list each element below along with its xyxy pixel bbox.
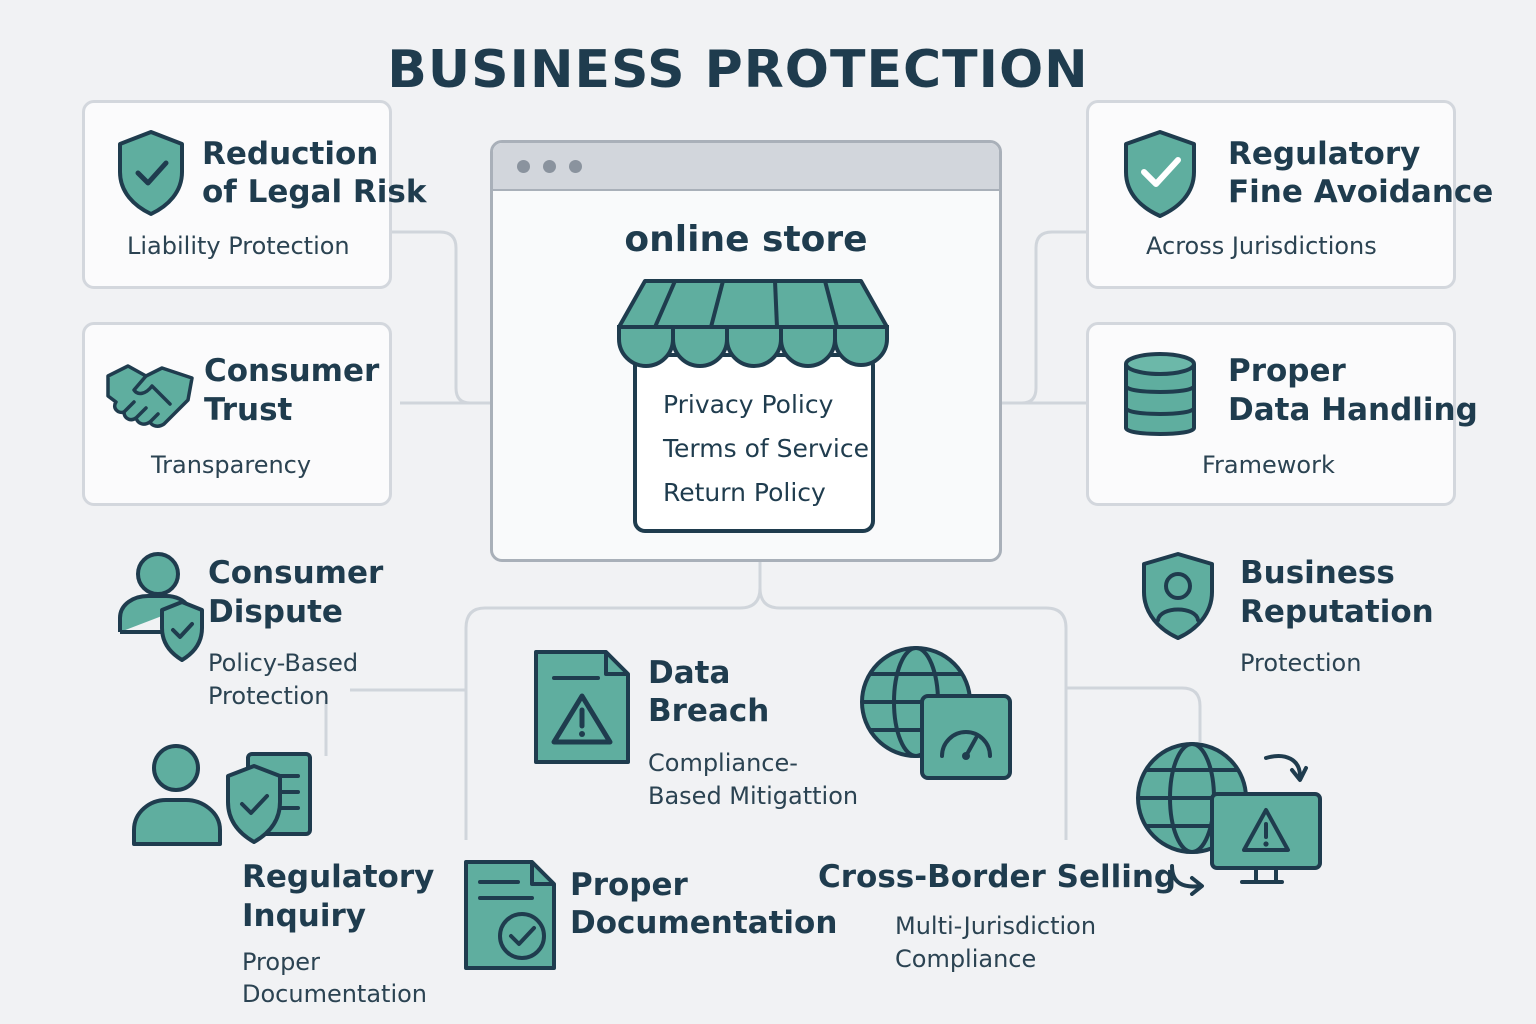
regulatory-inquiry-heading-2: Inquiry [242, 898, 366, 934]
policy-privacy: Privacy Policy [663, 390, 834, 419]
document-check-icon [464, 860, 556, 970]
database-icon [1124, 352, 1196, 436]
document-warning-icon [534, 650, 630, 764]
cross-border-heading: Cross-Border Selling [818, 859, 1177, 895]
consumer-dispute-sub-2: Protection [208, 682, 330, 710]
proper-documentation-heading-2: Documentation [570, 905, 838, 941]
business-reputation-heading-2: Reputation [1240, 594, 1434, 630]
regulatory-inquiry-heading-1: Regulatory [242, 859, 435, 895]
business-reputation-sub: Protection [1240, 649, 1362, 677]
regulatory-fine-heading-2: Fine Avoidance [1228, 174, 1494, 210]
globe-gauge-icon [860, 646, 1012, 780]
window-dot [517, 160, 530, 173]
data-breach-sub-1: Compliance- [648, 749, 798, 777]
window-dot [543, 160, 556, 173]
regulatory-fine-sub: Across Jurisdictions [1146, 232, 1377, 260]
data-breach-heading-1: Data [648, 655, 731, 691]
consumer-dispute-heading-2: Dispute [208, 594, 343, 630]
legal-risk-sub: Liability Protection [127, 232, 350, 260]
user-shield-icon [118, 552, 204, 662]
legal-risk-heading-1: Reduction [202, 136, 379, 172]
data-handling-heading-2: Data Handling [1228, 392, 1478, 428]
window-dot [569, 160, 582, 173]
online-store-window: online store Privacy Policy Terms of Ser… [490, 140, 1002, 562]
browser-title-bar [493, 143, 999, 191]
shield-user-icon [1142, 552, 1214, 640]
data-breach-sub-2: Based Mitigattion [648, 782, 859, 810]
proper-documentation-heading-1: Proper [570, 867, 688, 903]
data-breach-heading-2: Breach [648, 693, 770, 729]
consumer-dispute-heading-1: Consumer [208, 555, 384, 591]
page-title: BUSINESS PROTECTION [387, 40, 1089, 100]
shield-check-icon [118, 130, 184, 216]
consumer-trust-heading-1: Consumer [204, 353, 380, 389]
business-reputation-heading-1: Business [1240, 555, 1395, 591]
regulatory-inquiry-sub-2: Documentation [242, 980, 428, 1008]
data-handling-heading-1: Proper [1228, 353, 1346, 389]
storefront-icon [617, 279, 889, 533]
regulatory-fine-heading-1: Regulatory [1228, 136, 1421, 172]
policy-terms: Terms of Service [663, 434, 870, 463]
consumer-trust-sub: Transparency [151, 451, 312, 479]
online-store-label: online store [624, 219, 868, 260]
policy-return: Return Policy [663, 478, 826, 507]
cross-border-sub-1: Multi-Jurisdiction [895, 912, 1097, 940]
consumer-trust-heading-2: Trust [204, 392, 293, 428]
globe-monitor-warning-icon [1136, 742, 1322, 896]
user-shield-document-icon [132, 744, 312, 846]
card-legal-risk [82, 100, 392, 289]
shield-check-icon [1124, 130, 1196, 218]
handshake-icon [106, 364, 194, 428]
regulatory-inquiry-sub-1: Proper [242, 948, 320, 976]
consumer-dispute-sub-1: Policy-Based [208, 649, 359, 677]
cross-border-sub-2: Compliance [895, 945, 1037, 973]
legal-risk-heading-2: of Legal Risk [202, 174, 427, 210]
data-handling-sub: Framework [1202, 451, 1335, 479]
